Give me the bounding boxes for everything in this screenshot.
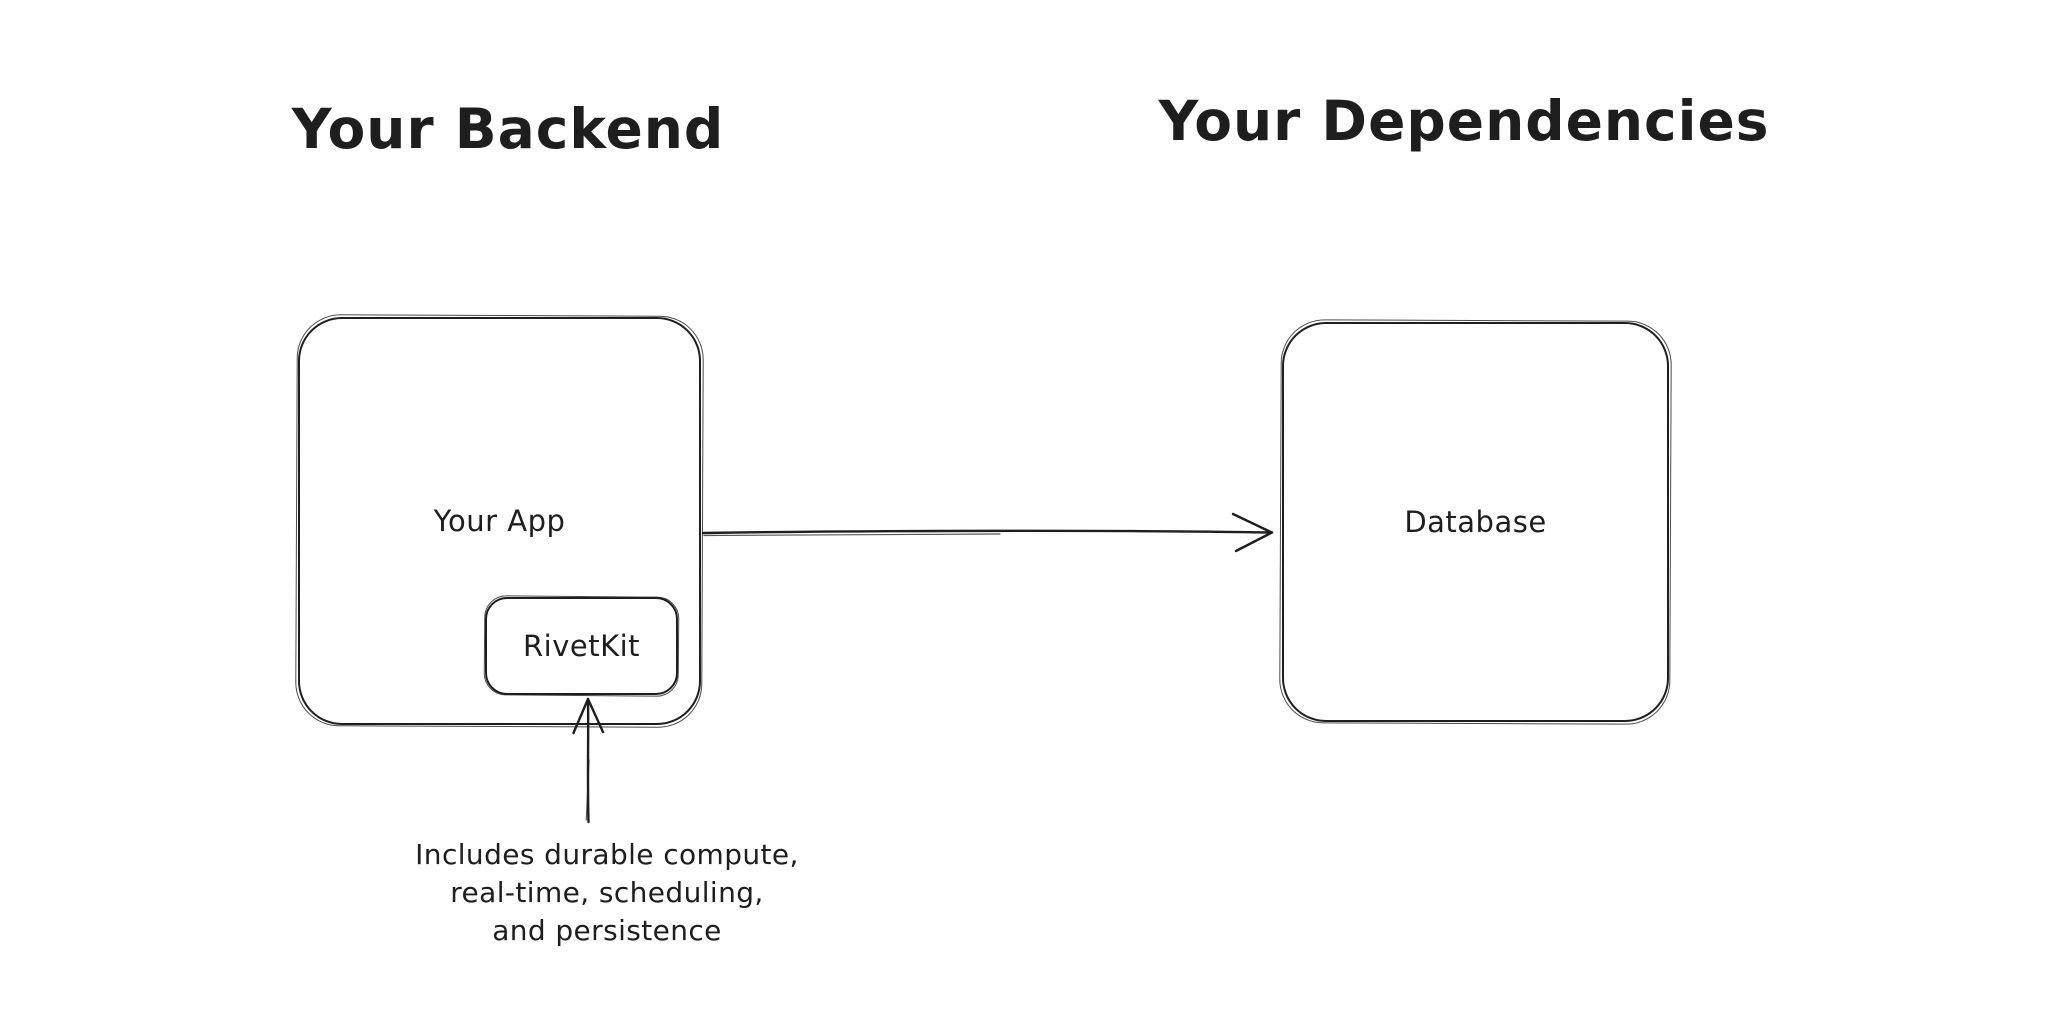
your-app-label: Your App [433, 504, 566, 538]
annotation-line-3: and persistence [492, 914, 722, 947]
rivetkit-label: RivetKit [522, 629, 641, 663]
backend-section-title: Your Backend [291, 97, 725, 161]
dependencies-section-title: Your Dependencies [1158, 89, 1770, 153]
app-to-database-arrow [701, 512, 1274, 553]
database-box: Database [1282, 322, 1669, 722]
rivetkit-box: RivetKit [485, 597, 678, 695]
rivetkit-annotation: Includes durable compute, real-time, sch… [377, 836, 837, 950]
annotation-line-2: real-time, scheduling, [450, 876, 764, 909]
database-label: Database [1404, 505, 1547, 539]
your-app-box: Your App [298, 317, 701, 725]
annotation-line-1: Includes durable compute, [415, 838, 799, 871]
